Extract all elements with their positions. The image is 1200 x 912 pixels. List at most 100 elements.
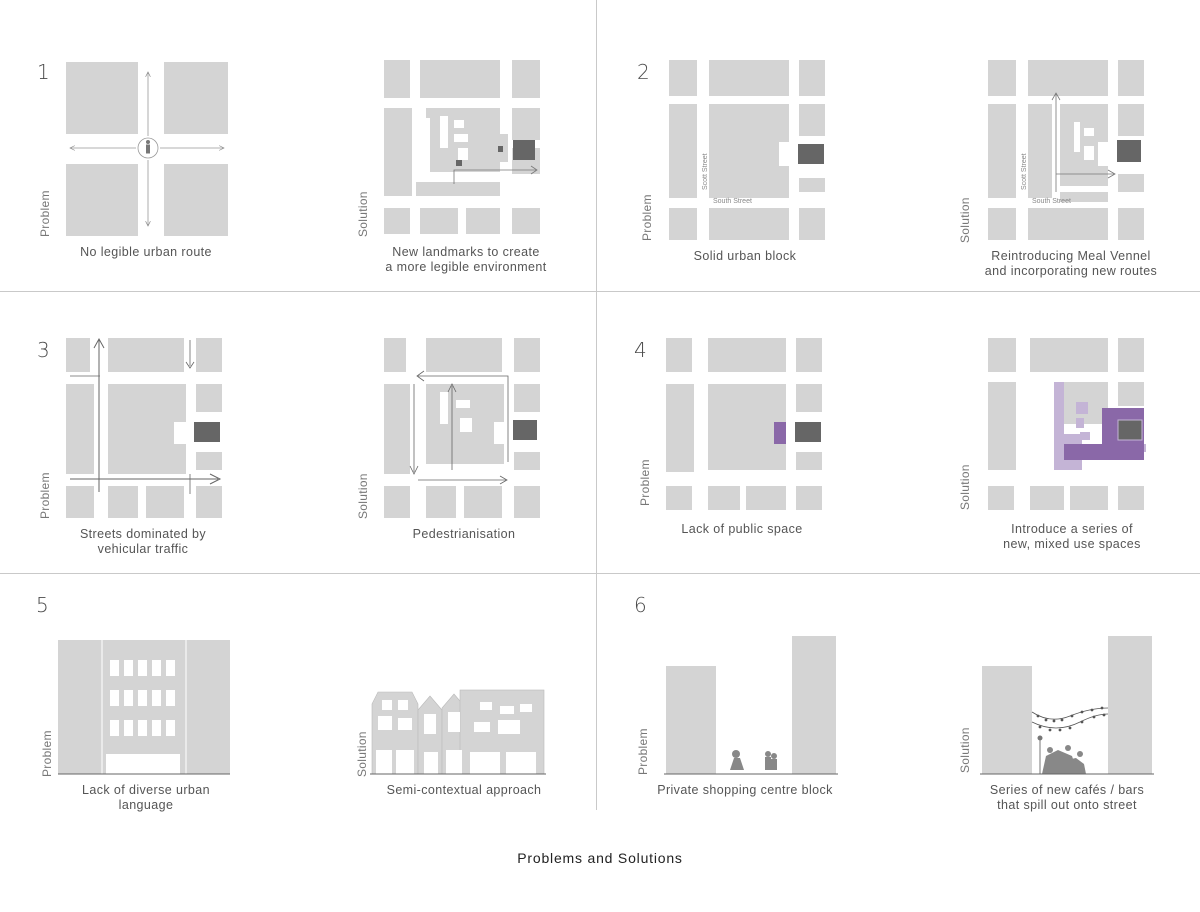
solution-tag-5: Solution	[355, 731, 369, 777]
panel-number-1: 1	[37, 60, 50, 84]
block	[384, 60, 410, 98]
solution-tag-1: Solution	[356, 191, 370, 237]
block	[66, 62, 138, 134]
block	[514, 452, 540, 470]
solution-tag-6: Solution	[958, 727, 972, 773]
panel-number-6: 6	[634, 593, 647, 617]
block	[799, 208, 825, 240]
street-label-scott: Scott Street	[702, 153, 709, 190]
landmark	[1117, 140, 1141, 162]
block	[799, 60, 825, 96]
block	[1070, 486, 1108, 510]
block	[796, 338, 822, 372]
block	[420, 208, 458, 234]
block	[708, 486, 740, 510]
caption-solution-6: Series of new cafés / bars that spill ou…	[989, 783, 1145, 812]
block	[1118, 208, 1144, 240]
block	[988, 338, 1016, 372]
diagram-5-problem	[58, 640, 230, 775]
block	[384, 338, 406, 372]
landmark	[1117, 419, 1143, 441]
mixed-use-space	[1054, 382, 1064, 470]
landmark	[795, 422, 821, 442]
problem-tag-6: Problem	[636, 728, 650, 775]
page-title: Problems and Solutions	[517, 850, 683, 866]
caption-problem-4: Lack of public space	[681, 522, 803, 536]
landmark	[798, 144, 824, 164]
cafe-scene-icon	[1037, 735, 1086, 774]
solution-tag-2: Solution	[958, 197, 972, 243]
block	[66, 338, 90, 372]
landmark	[513, 420, 537, 440]
landmark	[513, 140, 535, 160]
landmark	[498, 146, 503, 152]
problem-tag-3: Problem	[38, 472, 52, 519]
block	[669, 208, 697, 240]
block	[669, 104, 697, 198]
block	[796, 486, 822, 510]
caption-problem-3: Streets dominated by vehicular traffic	[79, 527, 207, 556]
block	[709, 104, 789, 198]
block	[746, 486, 786, 510]
diagram-4-solution	[988, 338, 1146, 510]
street-label-scott: Scott Street	[1021, 153, 1028, 190]
landmark	[456, 160, 462, 166]
block	[108, 384, 186, 474]
block	[384, 208, 410, 234]
block	[466, 208, 500, 234]
block	[196, 452, 222, 470]
block	[796, 452, 822, 470]
caption-solution-1: New landmarks to create a more legible e…	[385, 245, 547, 274]
block	[196, 384, 222, 412]
block	[514, 338, 540, 372]
diagram-1-solution	[384, 60, 540, 234]
block	[1028, 208, 1108, 240]
block	[1030, 338, 1108, 372]
block	[108, 338, 184, 372]
block	[708, 338, 786, 372]
caption-solution-2: Reintroducing Meal Vennel and incorporat…	[984, 249, 1158, 278]
problem-tag-5: Problem	[40, 730, 54, 777]
block	[1118, 338, 1144, 372]
block	[1060, 104, 1108, 186]
block	[416, 182, 500, 196]
building	[1108, 636, 1152, 774]
block	[988, 382, 1016, 470]
divider-vertical	[596, 0, 597, 810]
string-lights	[1031, 707, 1109, 720]
block	[512, 208, 540, 234]
landmark	[194, 422, 220, 442]
block	[1118, 174, 1144, 192]
block	[1118, 382, 1144, 406]
panel-number-2: 2	[637, 60, 650, 84]
block	[709, 208, 789, 240]
building	[666, 666, 716, 774]
problem-tag-4: Problem	[638, 459, 652, 506]
solution-tag-4: Solution	[958, 464, 972, 510]
block	[164, 164, 228, 236]
divider-row-2	[0, 573, 1200, 574]
block	[669, 60, 697, 96]
caption-problem-1: No legible urban route	[80, 245, 212, 259]
block	[384, 486, 410, 518]
block	[1118, 486, 1144, 510]
problem-tag-1: Problem	[38, 190, 52, 237]
building	[982, 666, 1032, 774]
block	[108, 486, 138, 518]
diagram-2-problem: Scott Street South Street	[669, 60, 825, 240]
caption-problem-6: Private shopping centre block	[657, 783, 833, 797]
panel-number-3: 3	[37, 338, 50, 362]
block	[666, 338, 692, 372]
solution-tag-3: Solution	[356, 473, 370, 519]
block	[1118, 104, 1144, 136]
diagram-4-problem	[666, 338, 822, 510]
block	[796, 384, 822, 412]
caption-problem-5: Lack of diverse urban language	[82, 783, 210, 812]
block	[426, 338, 502, 372]
block	[164, 62, 228, 134]
caption-solution-4: Introduce a series of new, mixed use spa…	[1003, 522, 1141, 551]
block	[146, 486, 184, 518]
diagram-6-problem	[664, 636, 838, 775]
block	[514, 384, 540, 412]
block	[988, 60, 1016, 96]
